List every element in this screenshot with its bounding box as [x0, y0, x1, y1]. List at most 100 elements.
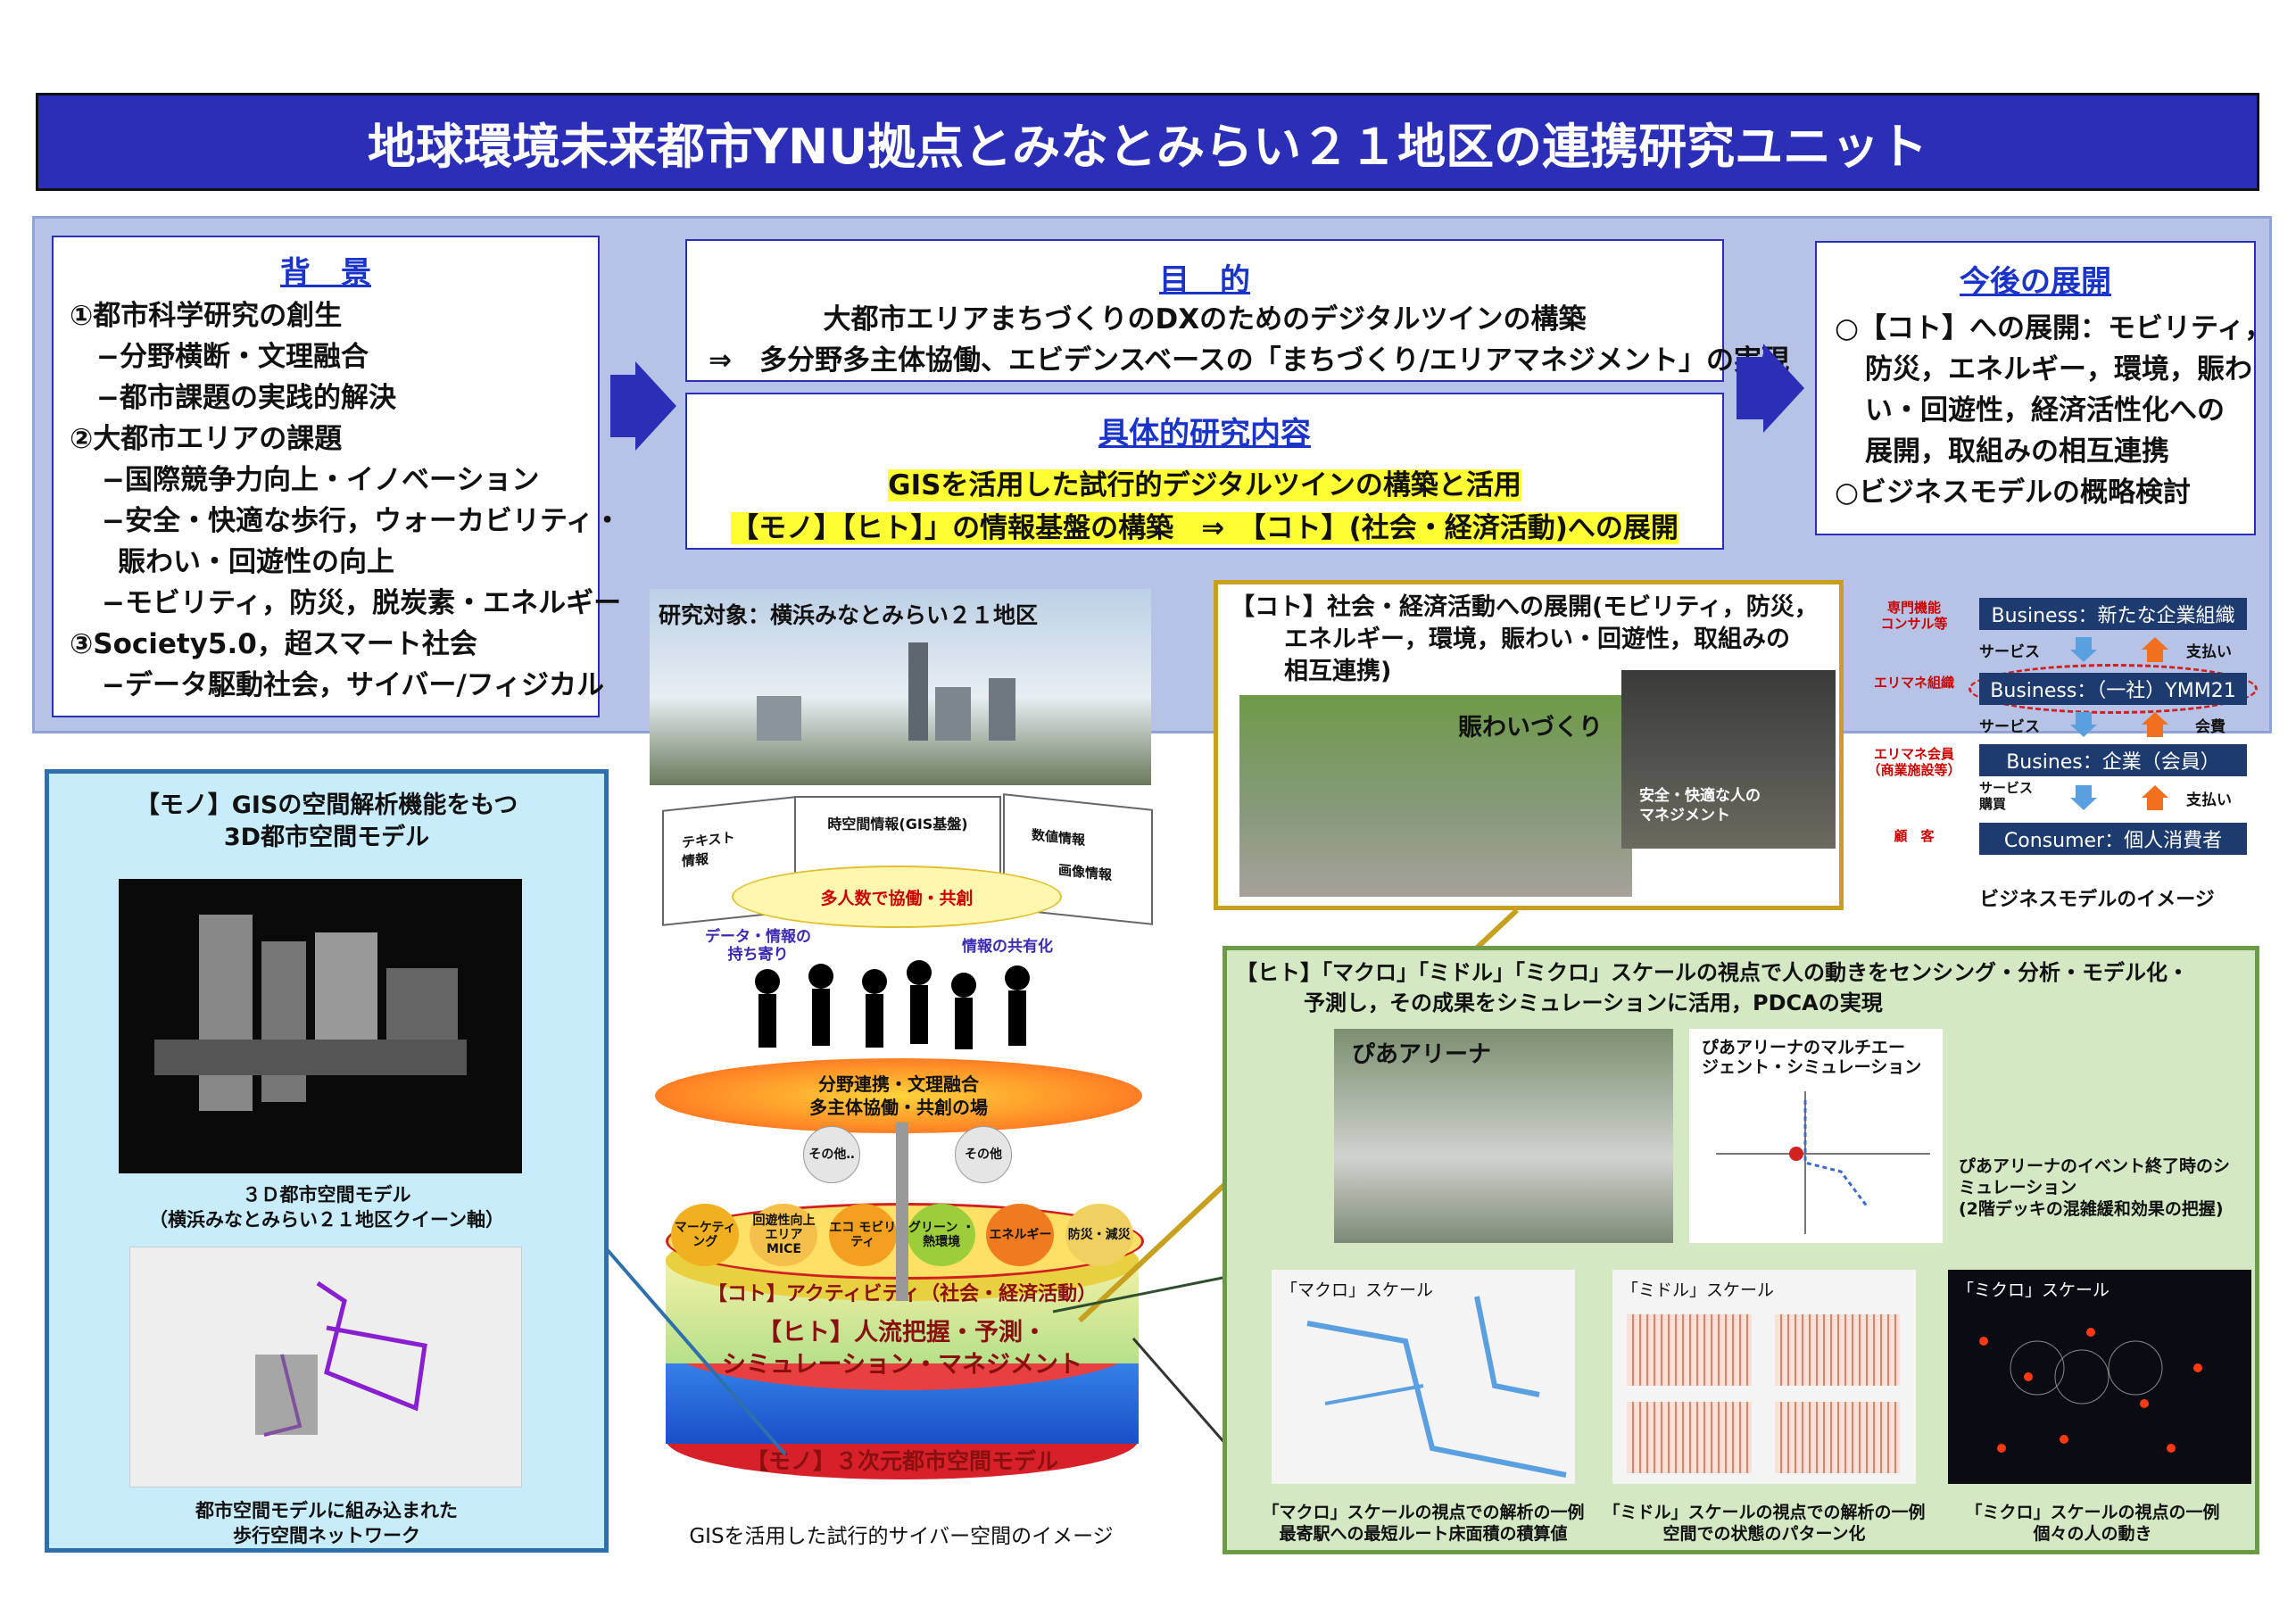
field-platform: 分野連携・文理融合 多主体協働・共創の場 — [655, 1058, 1142, 1133]
bm-fee: 会費 — [2195, 718, 2226, 736]
street-photo: 賑わいづくり — [1239, 695, 1632, 897]
sim-caption: ぴあアリーナのイベント終了時のシ ミュレーション (2階デッキの混雑緩和効果の把… — [1959, 1156, 2231, 1219]
arrow-right-icon — [1737, 357, 1765, 419]
hito-title: 予測し，その成果をシミュレーションに活用，PDCAの実現 — [1304, 990, 1883, 1015]
middle-caption: 「ミドル」スケールの視点での解析の一例 空間での状態のパターン化 — [1603, 1503, 1926, 1544]
background-line: −都市課題の実践的解決 — [96, 382, 396, 414]
future-line: い・回遊性，経済活性化への — [1865, 394, 2225, 427]
mono-title: 【モノ】GISの空間解析機能をもつ — [135, 791, 518, 819]
research-line: 【モノ】【ヒト】」の情報基盤の構築 ⇒ 【コト】(社会・経済活動)への展開 — [731, 512, 1678, 544]
collab-ellipse: 多人数で協働・共創 — [732, 866, 1062, 928]
background-line: −安全・快適な歩行，ウォーカビリティ・ — [102, 505, 622, 537]
mm21-photo-label: 研究対象：横浜みなとみらい２１地区 — [659, 602, 1039, 628]
research-box: 具体的研究内容 GISを活用した試行的デジタルツインの構築と活用 【モノ】【ヒト… — [685, 393, 1724, 550]
mono-caption: 都市空間モデルに組み込まれた — [195, 1500, 458, 1521]
koto-panel: 【コト】社会・経済活動への展開(モビリティ，防災， エネルギー，環境，賑わい・回… — [1214, 580, 1844, 910]
topic-chip: グリーン ・熱環境 — [908, 1204, 976, 1266]
arrow-up-icon — [2142, 637, 2168, 662]
bm-label: エリマネ会員 （商業施設等） — [1867, 746, 1961, 778]
topic-chip: 回遊性向上 エリアMICE — [750, 1204, 818, 1266]
future-line: ○【コト】への展開：モビリティ， — [1835, 312, 2273, 344]
future-box: 今後の展開 ○【コト】への展開：モビリティ， 防災，エネルギー，環境，賑わ い・… — [1815, 241, 2273, 535]
middle-map: 「ミドル」スケール — [1612, 1270, 1916, 1484]
bm-box: Busines：企業（会員） — [1979, 744, 2247, 776]
bm-service-buy: サービス 購買 — [1979, 780, 2034, 812]
hito-panel: 【ヒト】「マクロ」「ミドル」「ミクロ」スケールの視点で人の動きをセンシング・分析… — [1223, 946, 2259, 1554]
bm-label: 専門機能 コンサル等 — [1880, 600, 1948, 632]
koto-title: 相互連携) — [1284, 658, 1392, 685]
walking-network-map — [255, 1280, 427, 1437]
mono-caption: （横浜みなとみらい２１地区クイーン軸） — [149, 1209, 504, 1230]
bm-service: サービス — [1979, 718, 2040, 736]
micro-map: 「ミクロ」スケール — [1948, 1270, 2251, 1484]
middle-label: 「ミドル」スケール — [1621, 1280, 1775, 1300]
macro-label: 「マクロ」スケール — [1281, 1280, 1434, 1300]
macro-caption: 「マクロ」スケールの視点での解析の一例 最寄駅への最短ルート床面積の積算値 — [1262, 1503, 1585, 1544]
areamane-highlight — [1969, 664, 2258, 714]
bm-label: 顧 客 — [1894, 828, 1935, 844]
arrow-right-icon — [635, 361, 676, 451]
topic-chip: マーケティング — [671, 1204, 740, 1266]
arrow-right-icon — [610, 375, 637, 437]
mono-title: 3D都市空間モデル — [223, 824, 430, 851]
bm-box: Business：新たな企業組織 — [1979, 598, 2247, 630]
purpose-box: 目 的 大都市エリアまちづくりのDXのためのデジタルツインの構築 ⇒ 多分野多主… — [685, 239, 1789, 382]
center-caption: GISを活用した試行的サイバー空間のイメージ — [689, 1525, 1114, 1548]
numeric-info-label: 数値情報 — [1032, 826, 1086, 849]
layer-cylinder: マーケティング 回遊性向上 エリアMICE エコ モビリティ グリーン ・熱環境… — [666, 1123, 1144, 1479]
arrow-right-icon — [1763, 344, 1804, 433]
micro-people — [1979, 1328, 2202, 1453]
background-line: 賑わい・回遊性の向上 — [118, 546, 394, 578]
field-line: 多主体協働・共創の場 — [809, 1097, 988, 1118]
purpose-line: ⇒ 多分野多主体協働、エビデンスベースの「まちづくり/エリアマネジメント」の実現 — [709, 344, 1789, 377]
bm-service: サービス — [1979, 643, 2040, 661]
background-line: −国際競争力向上・イノベーション — [102, 464, 540, 496]
future-line: ○ビジネスモデルの概略検討 — [1835, 476, 2192, 509]
mono-panel: 【モノ】GISの空間解析機能をもつ 3D都市空間モデル ３Ｄ都市空間モデル （横… — [45, 769, 609, 1553]
topic-chip: 防災・減災 — [1065, 1204, 1133, 1266]
background-line: ①都市科学研究の創生 — [70, 300, 343, 332]
mm21-photo: 研究対象：横浜みなとみらい２１地区 — [650, 589, 1151, 785]
field-line: 分野連携・文理融合 — [818, 1073, 979, 1095]
data-bring-label: データ・情報の 持ち寄り — [705, 928, 811, 964]
pia-label: ぴあアリーナ — [1352, 1041, 1492, 1068]
background-line: ②大都市エリアの課題 — [70, 423, 343, 455]
simulation-lines — [1716, 1091, 1930, 1234]
bm-label: エリマネ組織 — [1873, 675, 1954, 691]
crowd-photo: 安全・快適な人の マネジメント — [1621, 670, 1836, 849]
bm-pay: 支払い — [2186, 791, 2232, 809]
background-line: −モビリティ，防災，脱炭素・エネルギー — [102, 587, 622, 619]
topic-chip: エコ モビリティ — [828, 1204, 897, 1266]
sim-label: ぴあアリーナのマルチエー ジェント・シミュレーション — [1702, 1038, 1922, 1077]
future-header: 今後の展開 — [1960, 264, 2111, 300]
arrow-down-icon — [2070, 712, 2097, 737]
bm-pay: 支払い — [2186, 643, 2232, 661]
background-box: 背 景 ①都市科学研究の創生 −分野横断・文理融合 −都市課題の実践的解決 ②大… — [52, 236, 622, 717]
title-text: 地球環境未来都市YNU拠点とみなとみらい２１地区の連携研究ユニット — [367, 118, 1928, 175]
image-info-label: 画像情報 — [1058, 861, 1113, 883]
background-line: −分野横断・文理融合 — [96, 341, 369, 373]
micro-label: 「ミクロ」スケール — [1957, 1280, 2110, 1300]
city-3d-model-image — [119, 879, 522, 1173]
hito-layer-label: シミュレーション・マネジメント — [722, 1351, 1082, 1379]
photo-label: 賑わいづくり — [1458, 714, 1603, 742]
info-share-label: 情報の共有化 — [962, 938, 1053, 956]
bm-box: Business：（一社）YMM21 — [1979, 673, 2247, 705]
bm-box: Consumer：個人消費者 — [1979, 823, 2247, 855]
photo-label: 安全・快適な人の マネジメント — [1639, 787, 1761, 824]
pia-arena-photo: ぴあアリーナ — [1334, 1029, 1673, 1243]
macro-map: 「マクロ」スケール — [1272, 1270, 1575, 1484]
background-line: ③Society5.0，超スマート社会 — [70, 628, 477, 660]
arrow-up-icon — [2142, 712, 2168, 737]
koto-title: エネルギー，環境，賑わい・回遊性，取組みの — [1284, 626, 1790, 653]
macro-network — [1306, 1296, 1567, 1478]
other-chip: その他 — [955, 1126, 1012, 1183]
hito-title: 【ヒト】「マクロ」「ミドル」「ミクロ」スケールの視点で人の動きをセンシング・分析… — [1236, 960, 2189, 985]
mono-caption: 歩行空間ネットワーク — [233, 1525, 420, 1546]
arrow-up-icon — [2142, 785, 2168, 810]
people-silhouettes — [755, 960, 1030, 1049]
background-header: 背 景 — [280, 255, 371, 291]
future-line: 展開，取組みの相互連携 — [1865, 435, 2169, 468]
other-chip: その他‥ — [803, 1126, 860, 1183]
research-header: 具体的研究内容 — [1098, 416, 1311, 452]
